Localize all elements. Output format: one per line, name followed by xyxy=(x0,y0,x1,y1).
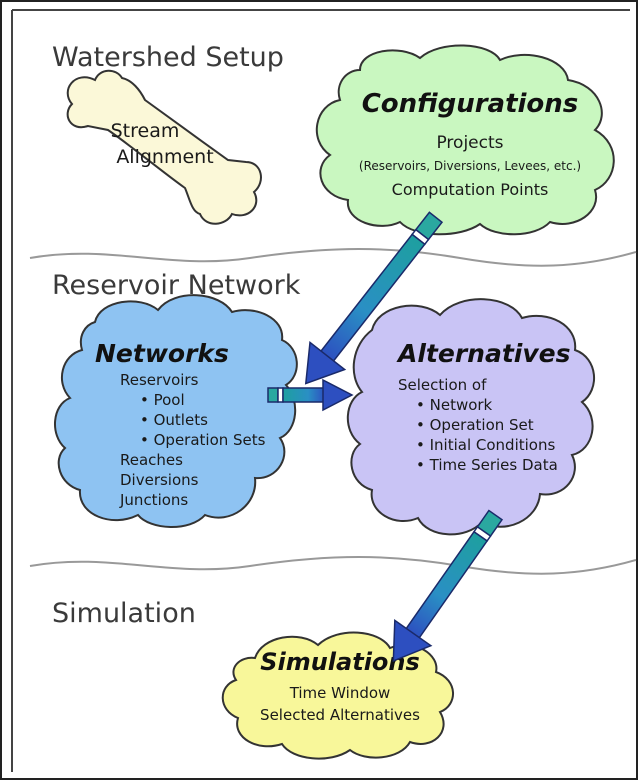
networks-item-reaches: Reaches xyxy=(120,451,183,469)
alternatives-item-initial-conditions: • Initial Conditions xyxy=(416,436,555,454)
stream-label-line2: Alignment xyxy=(116,146,213,168)
alternatives-item-selection-of: Selection of xyxy=(398,376,487,394)
networks-item-operation-sets: • Operation Sets xyxy=(140,431,266,449)
alternatives-cloud: Alternatives Selection of • Network • Op… xyxy=(346,298,596,536)
arrow-configurations-to-networks xyxy=(304,211,444,385)
configurations-projects-detail: (Reservoirs, Diversions, Levees, etc.) xyxy=(359,159,581,173)
stream-alignment-bone: Stream Alignment xyxy=(66,69,262,225)
networks-cloud: Networks Reservoirs • Pool • Outlets • O… xyxy=(53,294,298,528)
arrow-networks-to-alternatives xyxy=(267,378,354,412)
section-simulation: Simulation xyxy=(52,598,196,629)
configurations-projects: Projects xyxy=(436,133,503,153)
networks-item-reservoirs: Reservoirs xyxy=(120,371,199,389)
simulations-selected-alternatives: Selected Alternatives xyxy=(260,706,420,724)
alternatives-item-network: • Network xyxy=(416,396,493,414)
networks-item-junctions: Junctions xyxy=(119,491,188,509)
networks-title: Networks xyxy=(95,339,229,368)
networks-item-outlets: • Outlets xyxy=(140,411,208,429)
alternatives-item-operation-set: • Operation Set xyxy=(416,416,534,434)
separator-wave-2 xyxy=(29,556,637,575)
alternatives-title: Alternatives xyxy=(396,339,570,368)
networks-item-pool: • Pool xyxy=(140,391,185,409)
alternatives-item-time-series-data: • Time Series Data xyxy=(416,456,558,474)
configurations-title: Configurations xyxy=(362,89,579,119)
stream-label-line1: Stream xyxy=(111,120,180,142)
networks-item-diversions: Diversions xyxy=(120,471,199,489)
separator-wave-1 xyxy=(29,248,637,267)
section-reservoir-network: Reservoir Network xyxy=(52,270,301,301)
simulations-time-window: Time Window xyxy=(289,684,391,702)
section-watershed-setup: Watershed Setup xyxy=(52,42,284,73)
configurations-computation-points: Computation Points xyxy=(392,180,549,199)
arrow-alternatives-to-simulations xyxy=(392,509,504,663)
configurations-cloud: Configurations Projects (Reservoirs, Div… xyxy=(315,44,615,236)
